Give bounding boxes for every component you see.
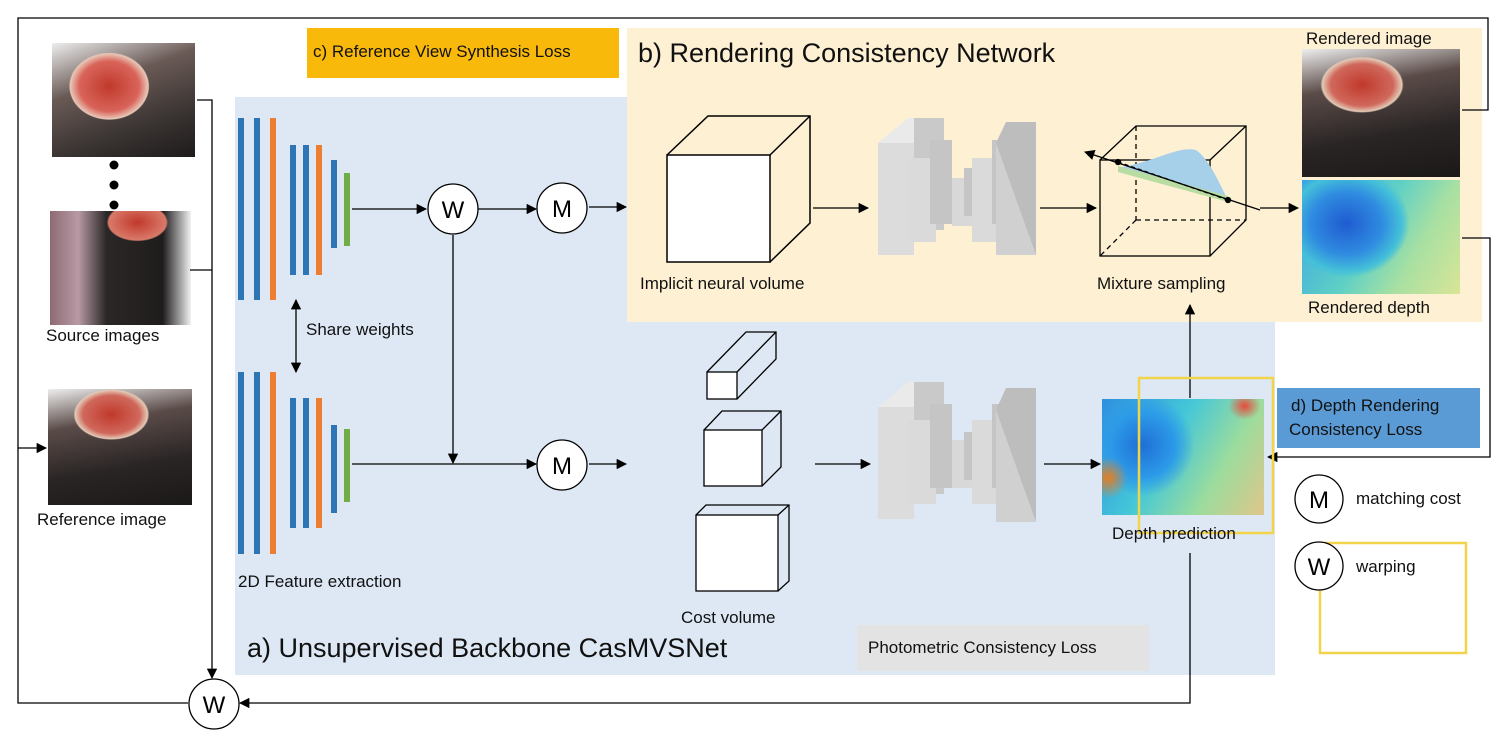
share-weights-label: Share weights [306, 320, 414, 339]
depth-render-loss-box [1277, 388, 1480, 448]
warp-operator-bottom: W [188, 678, 240, 730]
legend-match-glyph: M [1309, 487, 1329, 514]
depth-render-loss-label-1: d) Depth Rendering [1291, 396, 1440, 415]
connector-lines [17, 17, 1491, 709]
legend-matching-cost-label: matching cost [1356, 489, 1461, 508]
feature-pyramid-top [238, 118, 350, 300]
cost-volume-label: Cost volume [681, 608, 776, 627]
legend-warp-symbol: W [1294, 541, 1344, 591]
warp-operator-top: W [427, 183, 479, 235]
unet-bottom [878, 382, 1036, 522]
ellipsis-dots [109, 160, 119, 210]
legend-warping-label: warping [1356, 557, 1416, 576]
rendered-depth-map [1302, 180, 1460, 294]
reference-image [48, 389, 192, 505]
match-operator-bottom: M [536, 439, 588, 491]
source-image-1 [52, 43, 195, 157]
source-image-2 [50, 211, 191, 325]
unet-top [878, 118, 1036, 255]
reference-image-label: Reference image [37, 510, 167, 529]
match-operator-bottom-symbol: M [552, 453, 572, 480]
warp-operator-top-symbol: W [442, 197, 465, 224]
legend-match-symbol: M [1294, 474, 1344, 524]
rendered-depth-label: Rendered depth [1308, 298, 1430, 317]
legend-warp-glyph: W [1308, 554, 1331, 581]
ref-view-loss-label: c) Reference View Synthesis Loss [313, 42, 571, 61]
depth-prediction-map [1102, 399, 1264, 515]
match-operator-top-symbol: M [552, 196, 572, 223]
match-operator-top: M [536, 182, 588, 234]
mixture-sampling-label: Mixture sampling [1097, 274, 1226, 293]
source-images-label: Source images [46, 326, 160, 345]
warp-operator-bottom-symbol: W [203, 692, 226, 719]
rcn-title: b) Rendering Consistency Network [638, 38, 1056, 68]
ref-view-loss-box [307, 28, 619, 78]
rendered-image-label: Rendered image [1306, 29, 1432, 48]
rendered-image [1302, 49, 1460, 177]
highlight-box-depth [1137, 376, 1275, 535]
implicit-volume-cube [666, 115, 811, 263]
feature-extraction-label: 2D Feature extraction [238, 572, 402, 591]
highlight-box-legend [1318, 541, 1468, 655]
photometric-loss-box [857, 625, 1149, 671]
mixture-sampling-cube [1084, 125, 1261, 257]
implicit-volume-label: Implicit neural volume [640, 274, 805, 293]
photometric-loss-label: Photometric Consistency Loss [868, 638, 1097, 657]
backbone-title: a) Unsupervised Backbone CasMVSNet [247, 633, 728, 663]
cost-volume-cuboids [695, 331, 790, 592]
feature-pyramid-bottom [238, 372, 350, 554]
depth-render-loss-label-2: Consistency Loss [1289, 420, 1423, 439]
depth-prediction-label: Depth prediction [1112, 524, 1236, 543]
